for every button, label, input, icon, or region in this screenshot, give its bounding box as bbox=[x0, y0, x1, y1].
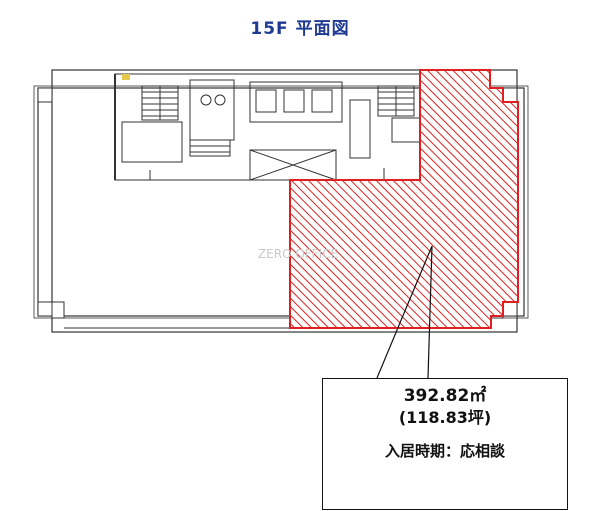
availability: 入居時期：応相談 bbox=[384, 442, 505, 460]
core-marker bbox=[122, 74, 130, 80]
building-core bbox=[114, 73, 428, 181]
leased-area-info: 392.82㎡ (118.83坪) 入居時期：応相談 bbox=[322, 378, 568, 510]
leased-area bbox=[289, 69, 519, 329]
leader-lines bbox=[376, 245, 433, 379]
area-tsubo: (118.83坪) bbox=[398, 408, 492, 427]
floor-title: 15F 平面図 bbox=[250, 19, 350, 39]
elevator-bank bbox=[249, 81, 343, 123]
area-sqm: 392.82㎡ bbox=[403, 386, 487, 406]
watermark-text: ZERO OFFICE bbox=[258, 247, 338, 261]
